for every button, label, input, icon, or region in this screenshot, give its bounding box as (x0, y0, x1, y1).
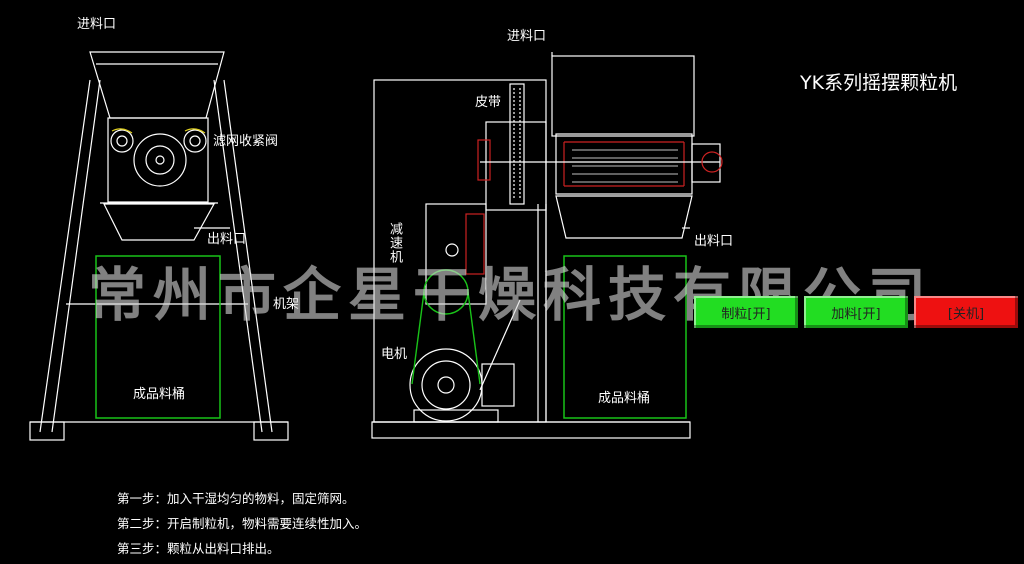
step-2: 第二步：开启制粒机，物料需要连续性加入。 (117, 516, 368, 531)
granulate-on-button[interactable]: 制粒[开] (694, 296, 798, 328)
label-bucket-right: 成品料桶 (598, 391, 651, 406)
left-housing (107, 117, 209, 203)
right-belt-loop (411, 269, 481, 385)
step-1: 第一步：加入干湿均匀的物料，固定筛网。 (117, 491, 355, 506)
label-frame: 机架 (273, 297, 300, 312)
right-product-bucket (563, 255, 687, 419)
label-belt: 皮带 (475, 95, 502, 110)
left-valve-2 (183, 129, 207, 153)
right-reducer (425, 203, 487, 305)
left-product-bucket (95, 255, 221, 419)
stop-button[interactable]: [关机] (914, 296, 1018, 328)
right-side-view (371, 52, 723, 439)
left-hopper (89, 51, 225, 119)
label-outlet-left: 出料口 (207, 232, 247, 247)
left-valve-1 (110, 129, 134, 153)
left-outlet-cone (103, 203, 216, 241)
right-drum (555, 133, 693, 195)
right-hopper (551, 55, 695, 137)
step-3: 第三步：颗粒从出料口排出。 (117, 541, 280, 556)
label-motor: 电机 (381, 347, 408, 362)
label-reducer: 减速机 (387, 222, 402, 264)
label-inlet-right: 进料口 (507, 29, 547, 44)
label-bucket-left: 成品料桶 (133, 387, 186, 402)
label-inlet-left: 进料口 (77, 17, 117, 32)
label-outlet-right: 出料口 (694, 234, 734, 249)
left-rotor (133, 133, 187, 187)
left-front-view (29, 51, 289, 441)
page-title: YK系列摇摆颗粒机 (800, 72, 958, 94)
feed-on-button[interactable]: 加料[开] (804, 296, 908, 328)
label-valve: 滤网收紧阀 (213, 134, 279, 149)
